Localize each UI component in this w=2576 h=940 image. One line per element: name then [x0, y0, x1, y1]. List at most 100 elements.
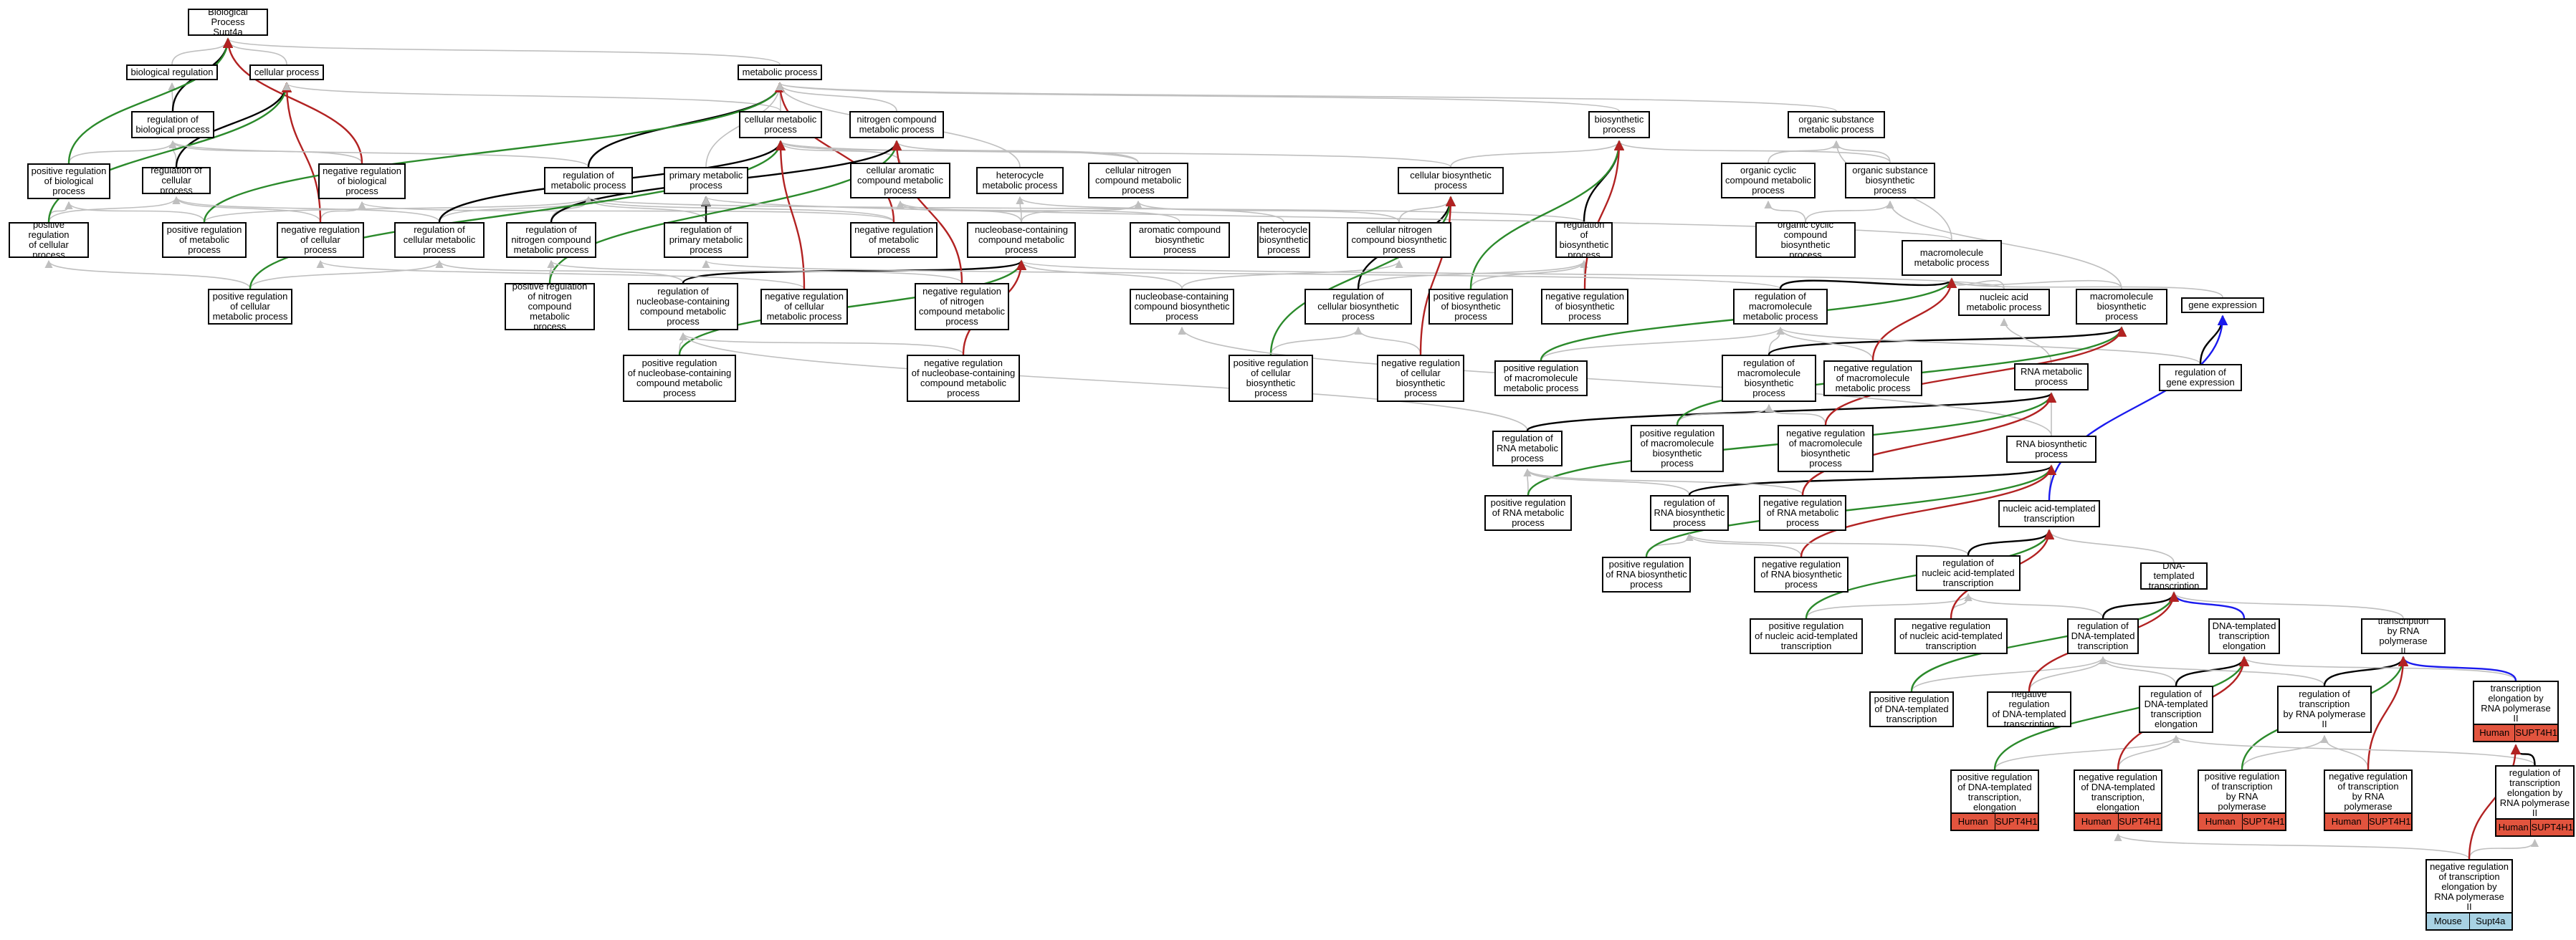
go-term-node[interactable]: transcription by RNA polymerase II	[2361, 618, 2446, 654]
go-term-node[interactable]: cellular metabolic process	[739, 111, 822, 138]
go-term-node[interactable]: aromatic compound biosynthetic process	[1130, 222, 1230, 258]
go-term-node[interactable]: regulation of transcription by RNA polym…	[2277, 686, 2372, 733]
go-term-node[interactable]: cellular nitrogen compound metabolic pro…	[1088, 163, 1188, 198]
go-term-node[interactable]: organic substance biosynthetic process	[1845, 163, 1935, 198]
go-term-node[interactable]: positive regulation of RNA biosynthetic …	[1602, 557, 1691, 593]
go-term-node[interactable]: cellular aromatic compound metabolic pro…	[850, 163, 950, 198]
go-term-node[interactable]: positive regulation of biosynthetic proc…	[1428, 289, 1513, 325]
relation-edge-is-a	[1832, 140, 1891, 163]
go-term-node[interactable]: DNA-templated transcription elongation	[2208, 618, 2280, 654]
go-term-node[interactable]: negative regulation of biosynthetic proc…	[1541, 289, 1628, 325]
go-term-node[interactable]: positive regulation of nucleobase-contai…	[623, 355, 736, 402]
go-term-node[interactable]: regulation of metabolic process	[544, 167, 633, 194]
go-term-node[interactable]: positive regulation of DNA-templated tra…	[1950, 769, 2039, 831]
go-term-node[interactable]: negative regulation of cellular process	[277, 222, 364, 258]
go-term-node[interactable]: negative regulation of RNA biosynthetic …	[1754, 557, 1848, 593]
go-term-node[interactable]: regulation of macromolecule metabolic pr…	[1733, 289, 1828, 325]
go-term-node[interactable]: positive regulation of nitrogen compound…	[505, 283, 595, 330]
go-term-node[interactable]: regulation of transcription elongation b…	[2495, 765, 2575, 837]
go-term-node[interactable]: positive regulation of biological proces…	[27, 163, 110, 199]
go-term-label: DNA-templated transcription elongation	[2212, 620, 2276, 651]
go-term-node[interactable]: regulation of biological process	[131, 111, 214, 138]
go-term-node[interactable]: cellular biosynthetic process	[1398, 167, 1504, 194]
go-term-node[interactable]: positive regulation of DNA-templated tra…	[1869, 691, 1954, 727]
go-term-node[interactable]: biological regulation	[126, 64, 218, 80]
go-term-node[interactable]: negative regulation of transcription by …	[2324, 769, 2413, 831]
go-term-node[interactable]: macromolecule metabolic process	[1902, 240, 2002, 276]
go-term-label: positive regulation of DNA-templated tra…	[1957, 772, 2033, 812]
go-term-node[interactable]: regulation of nitrogen compound metaboli…	[506, 222, 596, 258]
go-term-node[interactable]: regulation of nucleic acid-templated tra…	[1916, 555, 2021, 591]
go-term-node[interactable]: negative regulation of transcription elo…	[2425, 859, 2513, 931]
go-term-node[interactable]: heterocycle metabolic process	[976, 167, 1064, 194]
relation-edge-is-a	[1765, 403, 1826, 426]
go-term-node[interactable]: negative regulation of cellular biosynth…	[1377, 355, 1464, 402]
relation-edge-is-a	[172, 196, 440, 223]
go-term-node[interactable]: cellular nitrogen compound biosynthetic …	[1347, 222, 1451, 258]
go-term-node[interactable]: nucleic acid metabolic process	[1958, 289, 2050, 316]
go-term-node[interactable]: regulation of biosynthetic process	[1555, 222, 1613, 258]
go-term-node[interactable]: negative regulation of nucleic acid-temp…	[1894, 618, 2008, 654]
go-term-node[interactable]: regulation of gene expression	[2159, 364, 2242, 391]
go-term-label: positive regulation of biosynthetic proc…	[1433, 291, 1509, 322]
go-term-node[interactable]: nucleic acid-templated transcription	[1998, 500, 2100, 527]
go-term-node[interactable]: regulation of nucleobase-containing comp…	[628, 283, 738, 330]
go-term-node[interactable]: regulation of DNA-templated transcriptio…	[2139, 686, 2213, 733]
go-term-label: cellular biosynthetic process	[1410, 170, 1492, 191]
go-term-node[interactable]: regulation of primary metabolic process	[664, 222, 748, 258]
go-term-node[interactable]: negative regulation of nitrogen compound…	[915, 283, 1009, 330]
go-term-node[interactable]: positive regulation of macromolecule met…	[1494, 360, 1588, 396]
go-term-node[interactable]: RNA metabolic process	[2014, 363, 2089, 390]
go-term-node[interactable]: organic cyclic compound metabolic proces…	[1721, 163, 1816, 198]
go-term-node[interactable]: cellular process	[249, 64, 324, 80]
go-term-node[interactable]: negative regulation of nucleobase-contai…	[907, 355, 1020, 402]
go-term-node[interactable]: negative regulation of macromolecule bio…	[1778, 425, 1874, 472]
go-term-node[interactable]: transcription elongation by RNA polymera…	[2473, 681, 2559, 742]
go-term-node[interactable]: regulation of RNA metabolic process	[1492, 431, 1563, 466]
relation-edge-part-of	[1779, 277, 1957, 289]
go-term-node[interactable]: Biological Process Supt4a	[188, 9, 268, 36]
go-term-node[interactable]: heterocycle biosynthetic process	[1257, 222, 1310, 258]
go-term-node[interactable]: macromolecule biosynthetic process	[2076, 289, 2167, 325]
go-term-node[interactable]: regulation of RNA biosynthetic process	[1650, 495, 1729, 531]
go-term-label: regulation of cellular process	[151, 167, 202, 194]
go-term-node[interactable]: metabolic process	[738, 64, 822, 80]
go-term-node[interactable]: regulation of DNA-templated transcriptio…	[2067, 618, 2139, 654]
go-term-label: RNA biosynthetic process	[2016, 438, 2087, 459]
relation-edge-is-a	[1676, 403, 1773, 426]
go-term-node[interactable]: negative regulation of biological proces…	[318, 163, 406, 199]
go-term-node[interactable]: positive regulation of RNA metabolic pro…	[1484, 495, 1572, 531]
go-term-node[interactable]: nucleobase-containing compound metabolic…	[967, 222, 1076, 258]
go-term-node[interactable]: biosynthetic process	[1588, 111, 1650, 138]
go-term-node[interactable]: positive regulation of cellular biosynth…	[1229, 355, 1313, 402]
go-term-node[interactable]: regulation of cellular biosynthetic proc…	[1304, 289, 1412, 325]
go-term-node[interactable]: positive regulation of transcription by …	[2198, 769, 2286, 831]
go-term-node[interactable]: positive regulation of nucleic acid-temp…	[1750, 618, 1863, 654]
go-term-node[interactable]: positive regulation of cellular metaboli…	[208, 289, 292, 325]
go-term-node[interactable]: negative regulation of macromolecule met…	[1823, 360, 1922, 396]
go-term-node[interactable]: nucleobase-containing compound biosynthe…	[1130, 289, 1234, 325]
go-term-node[interactable]: positive regulation of cellular process	[9, 222, 89, 258]
go-term-node[interactable]: nitrogen compound metabolic process	[849, 111, 944, 138]
go-term-node[interactable]: regulation of macromolecule biosynthetic…	[1722, 355, 1816, 402]
go-term-node[interactable]: primary metabolic process	[664, 167, 748, 194]
go-term-node[interactable]: positive regulation of metabolic process	[162, 222, 247, 258]
go-term-node[interactable]: DNA-templated transcription	[2140, 562, 2208, 590]
go-term-node[interactable]: regulation of cellular metabolic process	[394, 222, 485, 258]
relation-edge-part-of	[1688, 464, 2056, 496]
go-term-node[interactable]: regulation of cellular process	[142, 167, 211, 194]
go-term-node[interactable]: RNA biosynthetic process	[2006, 436, 2096, 463]
go-term-node[interactable]: negative regulation of cellular metaboli…	[760, 289, 848, 325]
go-term-node[interactable]: organic cyclic compound biosynthetic pro…	[1755, 222, 1856, 258]
go-term-node[interactable]: organic substance metabolic process	[1788, 111, 1885, 138]
go-term-label: cellular nitrogen compound metabolic pro…	[1095, 165, 1181, 196]
go-term-label: regulation of DNA-templated transcriptio…	[2144, 689, 2208, 729]
go-term-node[interactable]: gene expression	[2181, 297, 2264, 313]
go-term-node[interactable]: negative regulation of DNA-templated tra…	[2074, 769, 2162, 831]
go-term-node[interactable]: negative regulation of DNA-templated tra…	[1987, 691, 2071, 727]
go-term-node[interactable]: positive regulation of macromolecule bio…	[1631, 425, 1724, 472]
species-tag: Human	[2496, 820, 2532, 835]
go-term-node[interactable]: negative regulation of metabolic process	[850, 222, 938, 258]
go-term-node[interactable]: negative regulation of RNA metabolic pro…	[1759, 495, 1846, 531]
relation-edge-positively-regulates	[1645, 464, 2057, 557]
